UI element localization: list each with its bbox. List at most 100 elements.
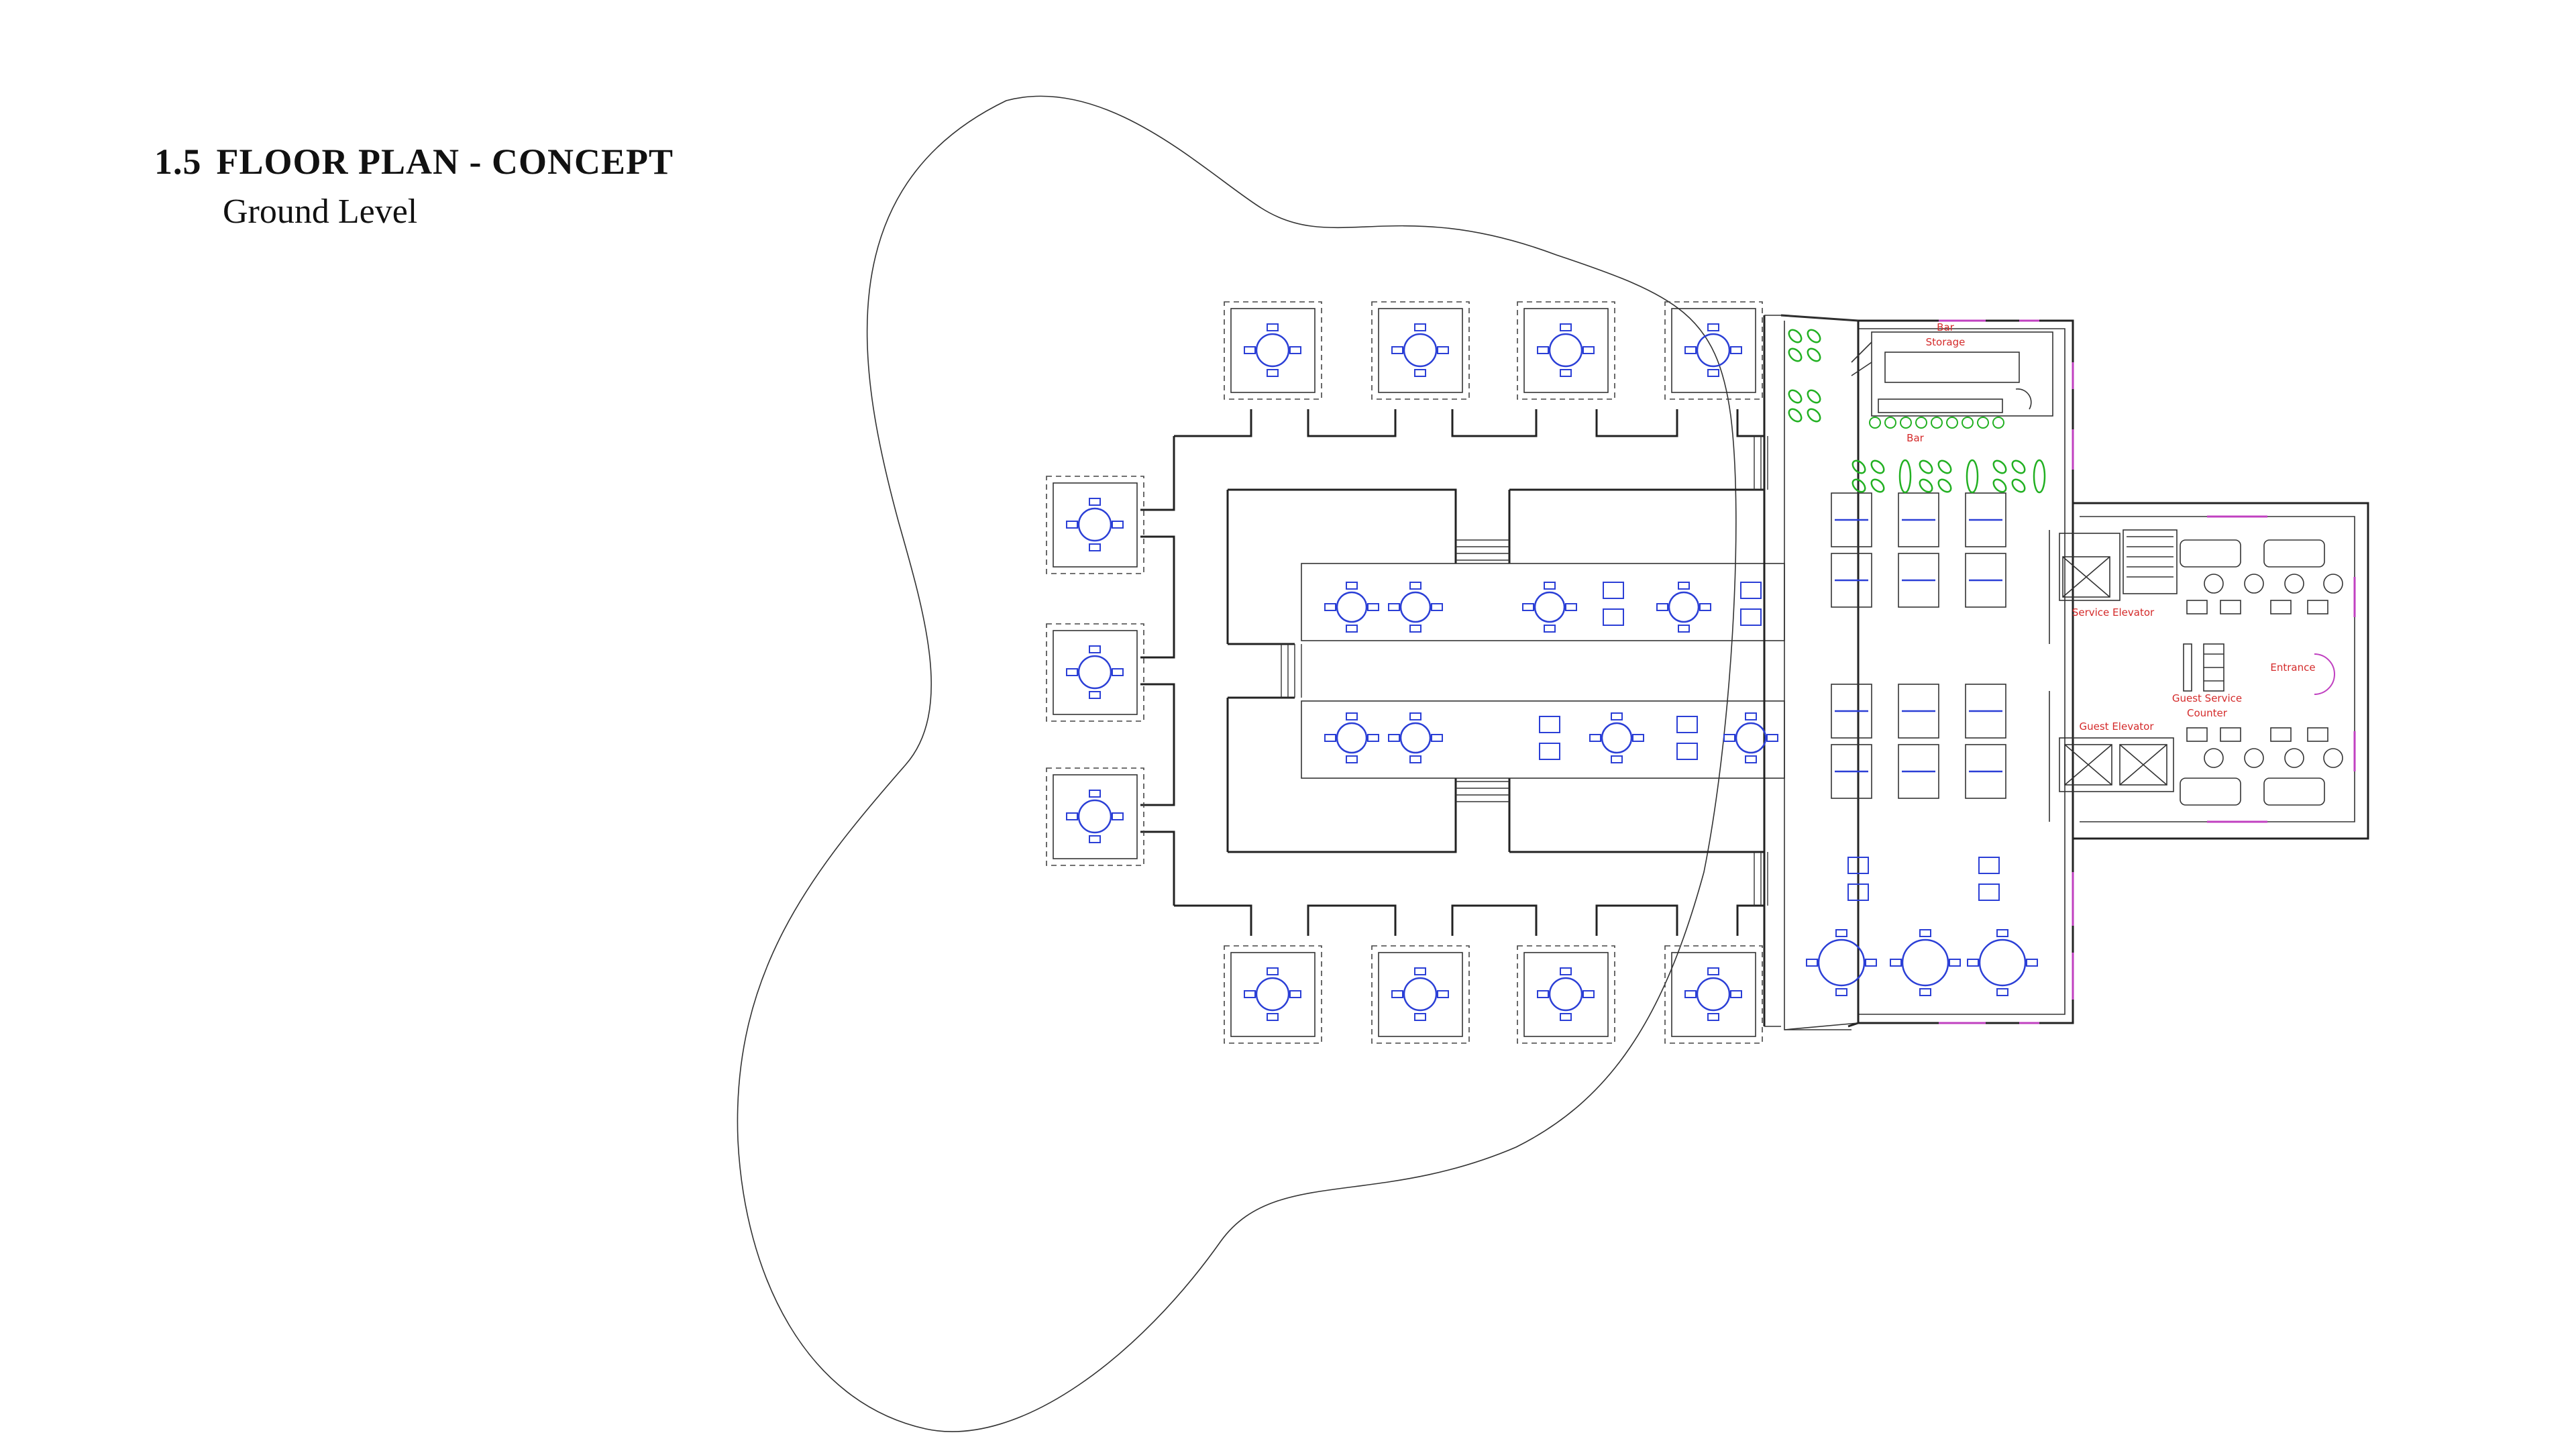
pod-table [1684, 967, 1742, 1021]
booth-seating [1965, 744, 2006, 799]
booth-seating [1831, 744, 1872, 799]
corridor-structure [1140, 315, 1785, 1027]
small-table [1978, 857, 2000, 874]
bar-stool [1992, 417, 2004, 429]
small-table [1676, 743, 1698, 760]
outdoor-dining-pods [1046, 301, 1763, 1044]
label-bar-storage-1: Bar [1937, 321, 1954, 333]
small-table [1676, 716, 1698, 733]
planter [1919, 460, 1952, 493]
round-table [1324, 712, 1379, 763]
planter [1788, 329, 1821, 362]
window-markers [1939, 319, 2356, 1024]
sheet-title-text: FLOOR PLAN - CONCEPT [216, 142, 674, 182]
label-guest-elevator: Guest Elevator [2080, 720, 2155, 733]
small-table [1539, 743, 1560, 760]
booth-seating [1965, 553, 2006, 608]
pod-table [1244, 967, 1301, 1021]
round-table [1656, 582, 1711, 633]
dining-pod [1664, 301, 1763, 400]
entrance-door [2314, 653, 2335, 695]
sheet-heading: 1.5 FLOOR PLAN - CONCEPT Ground Level [154, 141, 674, 231]
round-table [1388, 582, 1443, 633]
bar-storage-room [1851, 331, 2053, 417]
dining-pod [1371, 945, 1470, 1044]
planter [1851, 460, 1885, 493]
guest-service-counter [2183, 643, 2224, 692]
booth-seating [1898, 744, 1939, 799]
small-table [1740, 608, 1762, 626]
pod-table [1066, 498, 1124, 551]
service-elevator [2059, 529, 2178, 601]
sheet-number: 1.5 [154, 142, 202, 182]
label-entrance: Entrance [2270, 661, 2315, 674]
small-table [1539, 716, 1560, 733]
sheet-title: 1.5 FLOOR PLAN - CONCEPT [154, 141, 674, 182]
small-table [1603, 608, 1624, 626]
round-table [1589, 712, 1644, 763]
corridor-steps [1281, 436, 1768, 906]
dining-pod [1664, 945, 1763, 1044]
lobby-lounge-furniture [2180, 539, 2343, 806]
round-table [1522, 582, 1577, 633]
large-round-table [1890, 929, 1961, 996]
pod-table [1391, 967, 1449, 1021]
round-table [1723, 712, 1778, 763]
bar-stool [1915, 417, 1927, 429]
dining-tables [1324, 492, 2038, 996]
dining-pod [1046, 623, 1144, 722]
pod-table [1537, 323, 1595, 377]
booth-seating [1965, 492, 2006, 547]
bar-stool [1946, 417, 1958, 429]
pod-table [1244, 323, 1301, 377]
pod-table [1391, 323, 1449, 377]
planter [1788, 389, 1821, 423]
sheet-subtitle: Ground Level [223, 193, 418, 231]
dining-pod [1224, 945, 1322, 1044]
bar-stool [1869, 417, 1881, 429]
large-round-table [1806, 929, 1877, 996]
planter [1898, 459, 1912, 494]
bar-stool [1884, 417, 1896, 429]
label-service-elevator: Service Elevator [2072, 606, 2155, 619]
label-bar: Bar [1907, 432, 1924, 444]
small-table [1847, 857, 1869, 874]
round-table [1388, 712, 1443, 763]
bar-stool [1977, 417, 1989, 429]
dining-pod [1046, 476, 1144, 574]
bar-stool [1931, 417, 1943, 429]
bar-stool [1900, 417, 1912, 429]
pod-table [1066, 790, 1124, 843]
small-table [1978, 883, 2000, 901]
guest-elevator [2059, 737, 2174, 792]
dining-pod [1224, 301, 1322, 400]
booth-seating [1965, 684, 2006, 739]
small-table [1603, 582, 1624, 599]
pod-table [1684, 323, 1742, 377]
round-table [1324, 582, 1379, 633]
large-round-table [1967, 929, 2038, 996]
booth-seating [1831, 684, 1872, 739]
dining-pod [1517, 301, 1615, 400]
planter [1966, 459, 1979, 494]
dining-pod [1046, 767, 1144, 866]
site-boundary [737, 95, 1737, 1432]
pod-table [1066, 645, 1124, 699]
booth-seating [1831, 492, 1872, 547]
booth-seating [1898, 684, 1939, 739]
dining-pod [1517, 945, 1615, 1044]
small-table [1847, 883, 1869, 901]
pod-table [1537, 967, 1595, 1021]
booth-seating [1831, 553, 1872, 608]
label-guest-service-2: Counter [2187, 707, 2228, 719]
bar-planters [1788, 329, 2046, 494]
small-table [1740, 582, 1762, 599]
planter [2033, 459, 2046, 494]
planter [1992, 460, 2026, 493]
booth-seating [1898, 492, 1939, 547]
label-guest-service-1: Guest Service [2172, 692, 2242, 704]
booth-seating [1898, 553, 1939, 608]
bar-stool [1962, 417, 1974, 429]
main-building [1780, 314, 2369, 1030]
